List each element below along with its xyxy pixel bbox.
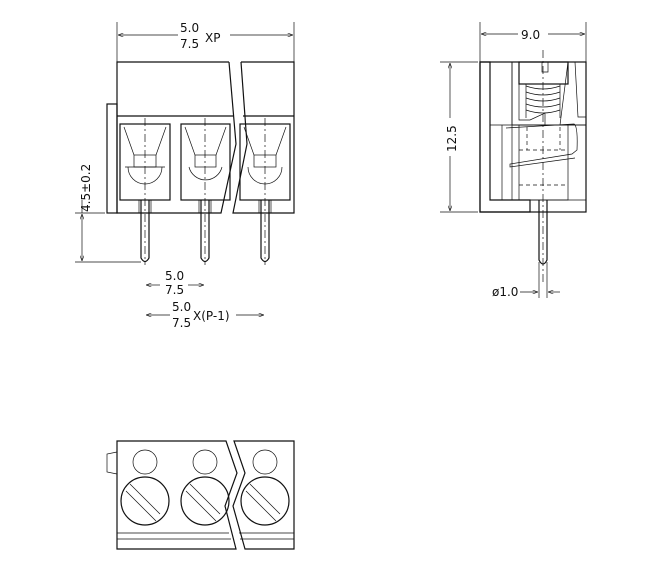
pin-diameter-label: ø1.0: [492, 285, 518, 299]
pitch-top-label: 5.0: [180, 21, 199, 35]
pitch-suffix-label: XP: [205, 31, 220, 45]
top-view: [106, 440, 295, 550]
width-label: 9.0: [521, 28, 540, 42]
height-label: 12.5: [445, 125, 459, 152]
height-tolerance-label: 4.5±0.2: [79, 164, 93, 212]
side-pin: [538, 200, 548, 265]
side-view: 9.0 12.5 ø1.0: [440, 22, 587, 299]
screw-heads: [120, 476, 290, 526]
span-bottom-label: 7.5: [172, 316, 191, 330]
span-suffix-label: X(P-1): [193, 309, 230, 323]
pin-pitch-bottom-label: 7.5: [165, 283, 184, 297]
wire-entry-holes: [132, 449, 278, 475]
pins: [138, 200, 272, 263]
terminal-openings: [119, 118, 291, 265]
span-top-label: 5.0: [172, 300, 191, 314]
front-view: 5.0 7.5 XP 4.5±0.2 5.0 7.5 5.0 7.5 X(P: [75, 21, 295, 330]
pin-pitch-top-label: 5.0: [165, 269, 184, 283]
pitch-bottom-label: 7.5: [180, 37, 199, 51]
